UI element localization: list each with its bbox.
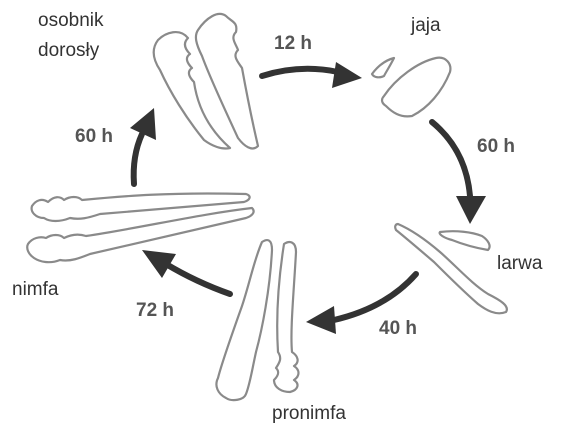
nymph-illustration	[27, 193, 253, 262]
protonymph-left	[216, 240, 272, 400]
label-eggs: jaja	[411, 15, 441, 37]
larva-small	[440, 231, 490, 250]
protonymph-right	[274, 242, 299, 392]
label-protonymph: pronimfa	[272, 403, 346, 425]
large-egg	[382, 58, 450, 117]
label-adult-line2: dorosły	[38, 40, 99, 62]
small-egg	[372, 58, 394, 77]
arrow-nymph-to-adult	[134, 134, 142, 184]
arrow-adult-to-eggs	[262, 69, 338, 76]
duration-nymph-to-adult: 60 h	[75, 126, 113, 148]
adult-illustration	[154, 14, 258, 149]
larva-illustration	[395, 224, 507, 313]
arrow-adult-to-eggs-head	[332, 62, 362, 88]
arrow-eggs-to-larva	[432, 122, 470, 196]
label-nymph: nimfa	[12, 279, 58, 301]
label-larva: larwa	[497, 253, 542, 275]
duration-eggs-to-larva: 60 h	[477, 136, 515, 158]
duration-adult-to-eggs: 12 h	[274, 33, 312, 55]
arrow-protonymph-to-nymph	[166, 264, 230, 294]
eggs-illustration	[372, 58, 450, 117]
protonymph-illustration	[216, 240, 298, 400]
arrow-larva-to-protonymph	[334, 274, 416, 320]
arrow-larva-to-protonymph-head	[306, 306, 336, 334]
arrow-eggs-to-larva-head	[456, 196, 486, 224]
label-adult-line1: osobnik	[38, 10, 104, 32]
duration-larva-to-protonymph: 40 h	[379, 318, 417, 340]
duration-protonymph-to-nymph: 72 h	[136, 300, 174, 322]
